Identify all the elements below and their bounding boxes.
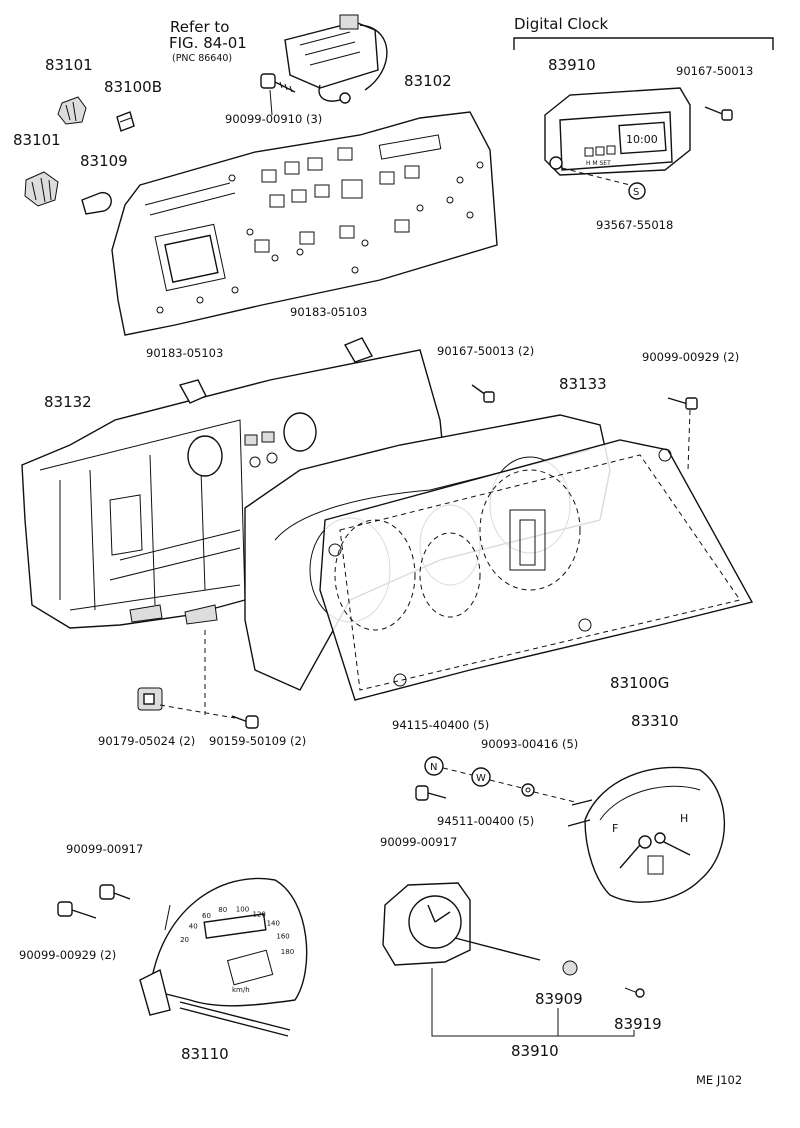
digital-clock-title: Digital Clock <box>514 15 609 33</box>
screw-90099-00917-mid <box>415 785 447 801</box>
clip-90179-05024 <box>137 630 236 719</box>
washer-94511-00400: W <box>471 767 491 787</box>
label-83102: 83102 <box>404 72 452 90</box>
screw-90099-00929-left <box>57 901 97 919</box>
screw-90167-50013-2 <box>471 384 495 403</box>
speedometer-number: 100 <box>236 906 249 914</box>
label-83100B: 83100B <box>104 78 163 96</box>
label-90183-05103-a: 90183-05103 <box>290 305 368 319</box>
label-90099-00917-left: 90099-00917 <box>66 842 144 856</box>
screw-90099-00929-right <box>667 397 698 471</box>
speedometer-number: 160 <box>276 933 289 941</box>
screw-90159-50109 <box>231 715 259 729</box>
svg-text:F: F <box>612 822 618 835</box>
label-90159-50109: 90159-50109 (2) <box>209 734 307 748</box>
svg-text:H M SET: H M SET <box>586 160 611 167</box>
screw-90167-50013-top <box>704 106 733 121</box>
label-90093-00416: 90093-00416 (5) <box>481 737 579 751</box>
label-83910-bottom: 83910 <box>511 1042 559 1060</box>
label-90099-00929-2: 90099-00929 (2) <box>642 350 740 364</box>
printed-circuit-83102 <box>111 111 498 336</box>
label-90183-05103-b: 90183-05103 <box>146 346 224 360</box>
socket-83101-bottom <box>24 171 59 207</box>
bulb-83100B <box>116 111 135 132</box>
label-90099-00917-mid: 90099-00917 <box>380 835 458 849</box>
fuel-temp-gauge-83310: F H <box>567 766 726 903</box>
label-90099-00929-left: 90099-00929 (2) <box>19 948 117 962</box>
label-83909: 83909 <box>535 990 583 1008</box>
speedometer-number: 60 <box>202 912 211 920</box>
label-83100G: 83100G <box>610 674 670 692</box>
washer-symbol-letter: W <box>476 773 486 784</box>
label-94115-40400: 94115-40400 (5) <box>392 718 490 732</box>
refer-line2: FIG. 84-01 <box>169 34 247 52</box>
label-83133: 83133 <box>559 375 607 393</box>
label-94511-00400: 94511-00400 (5) <box>437 814 535 828</box>
label-83101-top: 83101 <box>45 56 93 74</box>
speedometer-number: 120 <box>253 910 266 918</box>
connector-assembly <box>284 14 388 104</box>
footer-code: ME J102 <box>696 1073 743 1087</box>
speedometer-number: 40 <box>189 922 198 930</box>
label-90179-05024: 90179-05024 (2) <box>98 734 196 748</box>
bulb-83109 <box>81 192 112 215</box>
digital-clock-bracket <box>513 37 774 50</box>
speedometer-number: 80 <box>218 906 227 914</box>
label-83110: 83110 <box>181 1045 229 1063</box>
speedometer-number: 180 <box>281 948 294 956</box>
digital-clock-unit: 10:00 H M SET <box>544 87 691 186</box>
s-symbol-letter: S <box>633 187 639 198</box>
svg-text:H: H <box>680 812 688 825</box>
meter-glass-83100G <box>319 439 754 701</box>
s-symbol: S <box>628 182 646 200</box>
screw-90099-00917-left <box>99 884 131 900</box>
label-83132: 83132 <box>44 393 92 411</box>
speedometer-number: 20 <box>180 936 189 944</box>
label-83310: 83310 <box>631 712 679 730</box>
analog-clock-unit <box>382 882 645 1037</box>
label-83910-top: 83910 <box>548 56 596 74</box>
label-83919: 83919 <box>614 1015 662 1033</box>
label-90099-00910: 90099-00910 (3) <box>225 112 323 126</box>
refer-pnc: (PNC 86640) <box>172 53 233 64</box>
socket-83101-top <box>57 96 87 125</box>
refer-line1: Refer to <box>170 18 230 36</box>
label-83101-bottom: 83101 <box>13 131 61 149</box>
label-90167-50013-2: 90167-50013 (2) <box>437 344 535 358</box>
svg-text:10:00: 10:00 <box>626 133 658 146</box>
label-83109: 83109 <box>80 152 128 170</box>
washer-90093-00416 <box>521 783 535 797</box>
screw-90099-00910 <box>260 73 296 116</box>
label-93567-55018: 93567-55018 <box>596 218 674 232</box>
nut-symbol-letter: N <box>430 762 437 773</box>
clip-90183-05103-b <box>343 337 374 363</box>
speedometer-unit: km/h <box>232 986 250 994</box>
nut-94115-40400: N <box>424 756 444 776</box>
speedometer-number: 140 <box>267 920 280 928</box>
clip-90183-05103-a <box>178 379 207 404</box>
label-90167-50013-top: 90167-50013 <box>676 64 754 78</box>
